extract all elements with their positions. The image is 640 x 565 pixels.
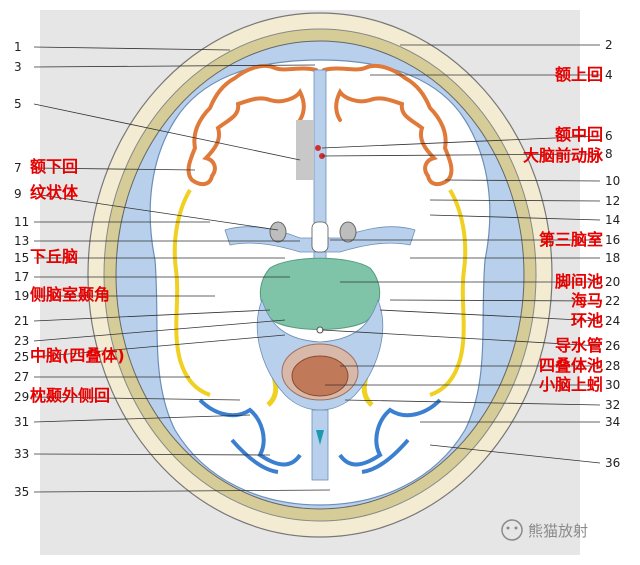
leader-line-21 (33, 309, 271, 322)
structure-label-right-4: 第三脑室 (539, 230, 603, 249)
number-label-23: 23 (14, 334, 29, 348)
leader-line-35 (33, 489, 331, 493)
number-label-36: 36 (605, 456, 620, 470)
number-label-26: 26 (605, 339, 620, 353)
number-label-22: 22 (605, 294, 620, 308)
frontal-gyri-left (186, 63, 318, 187)
leader-line-32 (344, 399, 601, 406)
number-label-11: 11 (14, 215, 29, 229)
number-label-17: 17 (14, 270, 29, 284)
leader-line-26 (321, 329, 601, 347)
watermark-text: 熊猫放射 (528, 522, 588, 540)
occipital-gyri-left-2 (230, 438, 279, 474)
structure-label-right-8: 导水管 (555, 336, 603, 355)
number-label-25: 25 (14, 350, 29, 364)
number-label-5: 5 (14, 97, 22, 111)
leader-line-12 (429, 199, 601, 202)
occipital-gyri-right (338, 398, 442, 467)
structure-label-right-5: 脚间池 (555, 272, 603, 291)
falx-shadow (296, 120, 314, 180)
watermark: 熊猫放射 (501, 519, 588, 541)
structure-label-right-9: 四叠体池 (539, 356, 603, 375)
number-label-32: 32 (605, 398, 620, 412)
number-label-30: 30 (605, 378, 620, 392)
leader-line-5 (33, 103, 301, 161)
number-label-27: 27 (14, 370, 29, 384)
third-ventricle (311, 221, 329, 253)
temporal-cortex-right (429, 188, 468, 397)
structure-label-left-6: 枕颞外侧回 (30, 386, 110, 405)
number-label-34: 34 (605, 415, 620, 429)
leader-line-9 (33, 193, 279, 231)
number-label-15: 15 (14, 251, 29, 265)
number-label-24: 24 (605, 314, 620, 328)
structure-label-left-2: 纹状体 (30, 183, 79, 202)
frontal-gyri-right (322, 63, 454, 187)
number-label-12: 12 (605, 194, 620, 208)
number-label-6: 6 (605, 129, 613, 143)
occipital-gyri-left (198, 398, 302, 467)
structure-label-left-3: 下丘脑 (30, 247, 78, 266)
wechat-icon (501, 519, 523, 541)
structure-label-right-6: 海马 (571, 291, 603, 310)
number-label-3: 3 (14, 60, 22, 74)
leader-line-29 (33, 396, 241, 401)
structure-label-left-5: 中脑(四叠体) (30, 346, 125, 365)
number-label-33: 33 (14, 447, 29, 461)
structure-label-right-1: 额上回 (555, 65, 603, 84)
leader-line-10 (444, 179, 601, 182)
number-label-18: 18 (605, 251, 620, 265)
structure-label-right-2: 额中回 (555, 125, 603, 144)
leader-line-7 (33, 167, 196, 171)
leader-line-31 (33, 414, 251, 423)
structure-label-right-7: 环池 (571, 311, 603, 330)
leader-line-25 (33, 334, 286, 358)
superior-vermis (291, 355, 349, 397)
number-label-14: 14 (605, 213, 620, 227)
number-label-31: 31 (14, 415, 29, 429)
number-label-21: 21 (14, 314, 29, 328)
number-label-2: 2 (605, 38, 613, 52)
number-label-29: 29 (14, 390, 29, 404)
number-label-16: 16 (605, 233, 620, 247)
structure-label-left-1: 额下回 (30, 157, 78, 176)
number-label-7: 7 (14, 161, 22, 175)
number-label-13: 13 (14, 234, 29, 248)
leader-line-22 (389, 299, 601, 302)
straight-sinus (316, 430, 324, 445)
leader-line-3 (33, 64, 316, 68)
striatum-right (339, 221, 357, 243)
leader-line-6 (321, 135, 601, 149)
number-label-35: 35 (14, 485, 29, 499)
leader-line-36 (429, 444, 601, 464)
temporal-cortex-left (172, 188, 211, 397)
number-label-28: 28 (605, 359, 620, 373)
leader-lines (33, 44, 601, 493)
striatum-left (269, 221, 287, 243)
midbrain (259, 257, 381, 330)
number-label-9: 9 (14, 187, 22, 201)
structure-label-right-10: 小脑上蚓 (539, 375, 603, 394)
leader-line-14 (429, 214, 601, 221)
structure-label-right-3: 大脑前动脉 (523, 146, 604, 165)
leader-line-8 (321, 153, 601, 157)
number-label-4: 4 (605, 68, 613, 82)
number-label-8: 8 (605, 147, 613, 161)
leader-line-1 (33, 46, 231, 51)
number-label-20: 20 (605, 275, 620, 289)
occipital-gyri-right-2 (361, 438, 410, 474)
number-label-19: 19 (14, 289, 29, 303)
number-label-1: 1 (14, 40, 22, 54)
structure-label-left-4: 侧脑室颞角 (30, 285, 110, 304)
aca-dot-left (315, 145, 321, 151)
number-label-10: 10 (605, 174, 620, 188)
leader-line-33 (33, 453, 271, 456)
leader-line-23 (33, 319, 286, 342)
leader-line-24 (379, 309, 601, 322)
